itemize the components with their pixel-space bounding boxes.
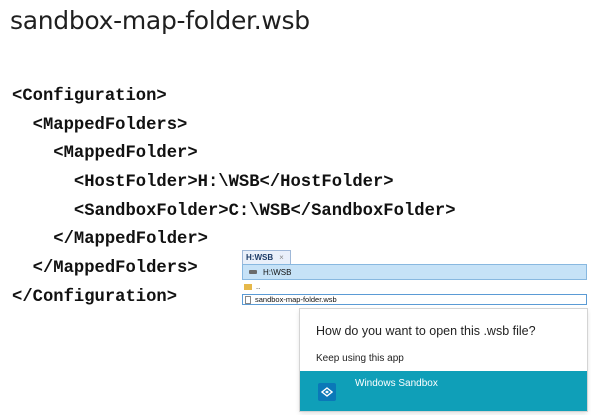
open-with-dialog: How do you want to open this .wsb file? … — [300, 309, 587, 411]
list-item-label: .. — [256, 282, 261, 291]
app-name: Windows Sandbox — [355, 378, 438, 389]
drive-icon — [249, 270, 257, 274]
tab-h-wsb[interactable]: H:WSB × — [242, 250, 291, 264]
code-line: </MappedFolder> — [12, 230, 208, 250]
file-icon — [245, 295, 251, 304]
address-path: H:\WSB — [263, 267, 292, 277]
code-line: <MappedFolder> — [12, 144, 198, 164]
code-line: <HostFolder>H:\WSB</HostFolder> — [12, 173, 394, 193]
app-option-windows-sandbox[interactable]: Windows Sandbox — [300, 371, 587, 411]
close-icon[interactable]: × — [279, 253, 284, 262]
dialog-question: How do you want to open this .wsb file? — [316, 324, 536, 338]
address-bar[interactable]: H:\WSB — [242, 264, 587, 280]
windows-sandbox-icon — [318, 383, 336, 401]
slide-title: sandbox-map-folder.wsb — [10, 6, 310, 35]
code-line: <Configuration> — [12, 87, 167, 106]
tab-label: H:WSB — [246, 253, 274, 262]
keep-using-label: Keep using this app — [316, 353, 404, 364]
list-item-parent-folder[interactable]: .. — [242, 281, 587, 292]
code-line: </MappedFolders> — [12, 259, 198, 279]
folder-icon — [244, 283, 252, 290]
file-manager-window: H:WSB × H:\WSB .. sandbox-map-folder.wsb — [240, 250, 587, 308]
code-block: <Configuration> <MappedFolders> <MappedF… — [12, 83, 456, 313]
list-item-wsb-file[interactable]: sandbox-map-folder.wsb — [242, 294, 587, 305]
code-line: </Configuration> — [12, 287, 178, 307]
code-line: <SandboxFolder>C:\WSB</SandboxFolder> — [12, 201, 456, 221]
list-item-label: sandbox-map-folder.wsb — [255, 295, 337, 304]
code-line: <MappedFolders> — [12, 115, 188, 135]
